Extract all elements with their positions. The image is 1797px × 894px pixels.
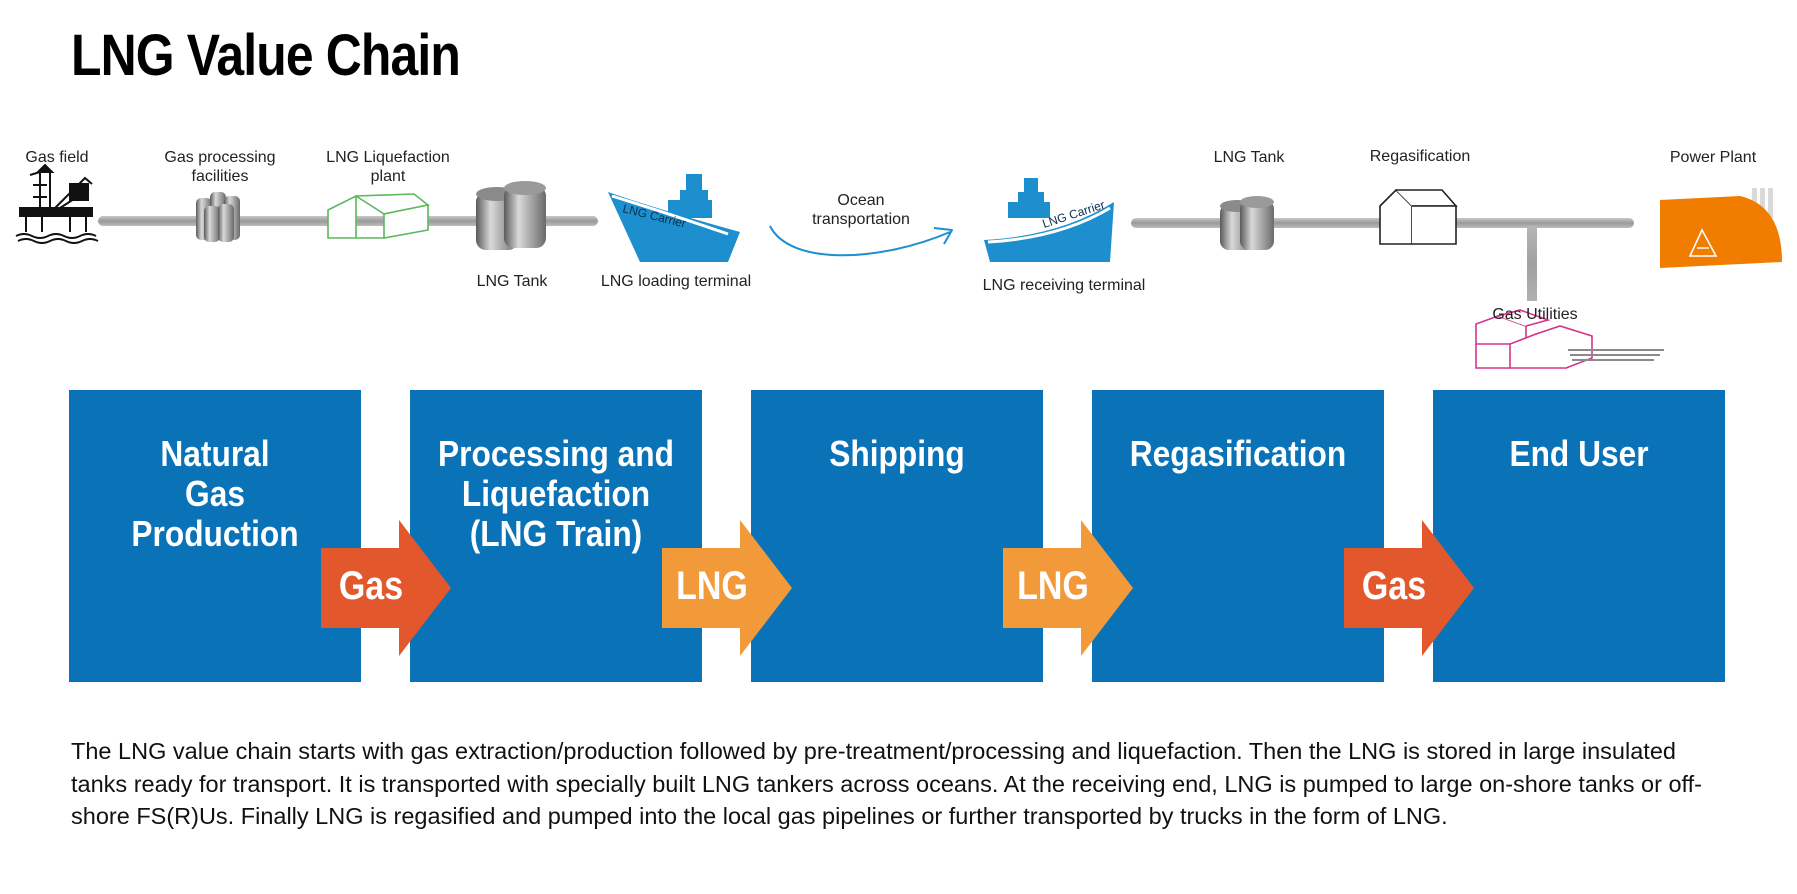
ocean-route-arrow [769, 225, 953, 257]
stage-label: Regasification [1129, 433, 1347, 474]
power-plant-label: Power Plant [1669, 149, 1757, 166]
stage-processing-liquefaction: Processing and Liquefaction (LNG Train) [410, 390, 702, 682]
flow-arrow-lng-2: LNG [1003, 520, 1133, 656]
lng-tank-right-icon [1220, 196, 1274, 250]
arrow-label: LNG [676, 564, 748, 608]
gas-field-rig-icon [15, 163, 99, 244]
lng-carrier-right-icon [984, 178, 1114, 262]
arrow-shape [321, 520, 451, 656]
utility-lines [1568, 349, 1664, 361]
lng-tank-left-icon [476, 181, 546, 250]
arrow-shape [662, 520, 792, 656]
flow-arrow-lng-1: LNG [662, 520, 792, 656]
arrow-label: LNG [1017, 564, 1089, 608]
description-text: The LNG value chain starts with gas extr… [71, 738, 1703, 829]
stage-regasification: Regasification [1092, 390, 1384, 682]
lng-tank-right-label: LNG Tank [1213, 149, 1285, 166]
loading-terminal-label: LNG loading terminal [600, 273, 752, 290]
ocean-transport-label: Ocean transportation [812, 192, 910, 228]
stage-label: End User [1509, 433, 1649, 474]
receiving-terminal-label: LNG receiving terminal [982, 277, 1146, 294]
stage-label: Processing and Liquefaction (LNG Train) [438, 433, 674, 554]
page-title: LNG Value Chain [71, 23, 461, 88]
flow-arrow-gas-1: Gas [321, 520, 451, 656]
lng-tank-left-label: LNG Tank [476, 273, 548, 290]
regasification-icon [1379, 188, 1458, 245]
stage-end-user: End User [1433, 390, 1725, 682]
arrow-label: Gas [1361, 564, 1427, 608]
power-plant-icon [1660, 188, 1782, 268]
lng-flow-diagram: LNG Carrier LNG Carrier [15, 163, 1782, 369]
stage-shipping: Shipping [751, 390, 1043, 682]
gas-field-label: Gas field [25, 149, 89, 166]
stage-label: Shipping [829, 433, 965, 474]
lng-carrier-left-icon [608, 174, 740, 262]
gas-processing-label: Gas processing facilities [164, 149, 276, 185]
gas-utilities-label: Gas Utilities [1492, 306, 1578, 323]
arrow-label: Gas [338, 564, 404, 608]
liquefaction-plant-label: LNG Liquefaction plant [326, 149, 450, 185]
stage-label: Natural Gas Production [131, 433, 299, 554]
arrow-shape [1344, 520, 1474, 656]
stage-natural-gas-production: Natural Gas Production [69, 390, 361, 682]
gas-utilities-icon [1475, 309, 1593, 369]
arrow-shape [1003, 520, 1133, 656]
flow-arrow-gas-2: Gas [1344, 520, 1474, 656]
liquefaction-plant-icon [327, 193, 430, 239]
gas-processing-icon [196, 192, 240, 242]
regasification-label: Regasification [1369, 148, 1471, 165]
